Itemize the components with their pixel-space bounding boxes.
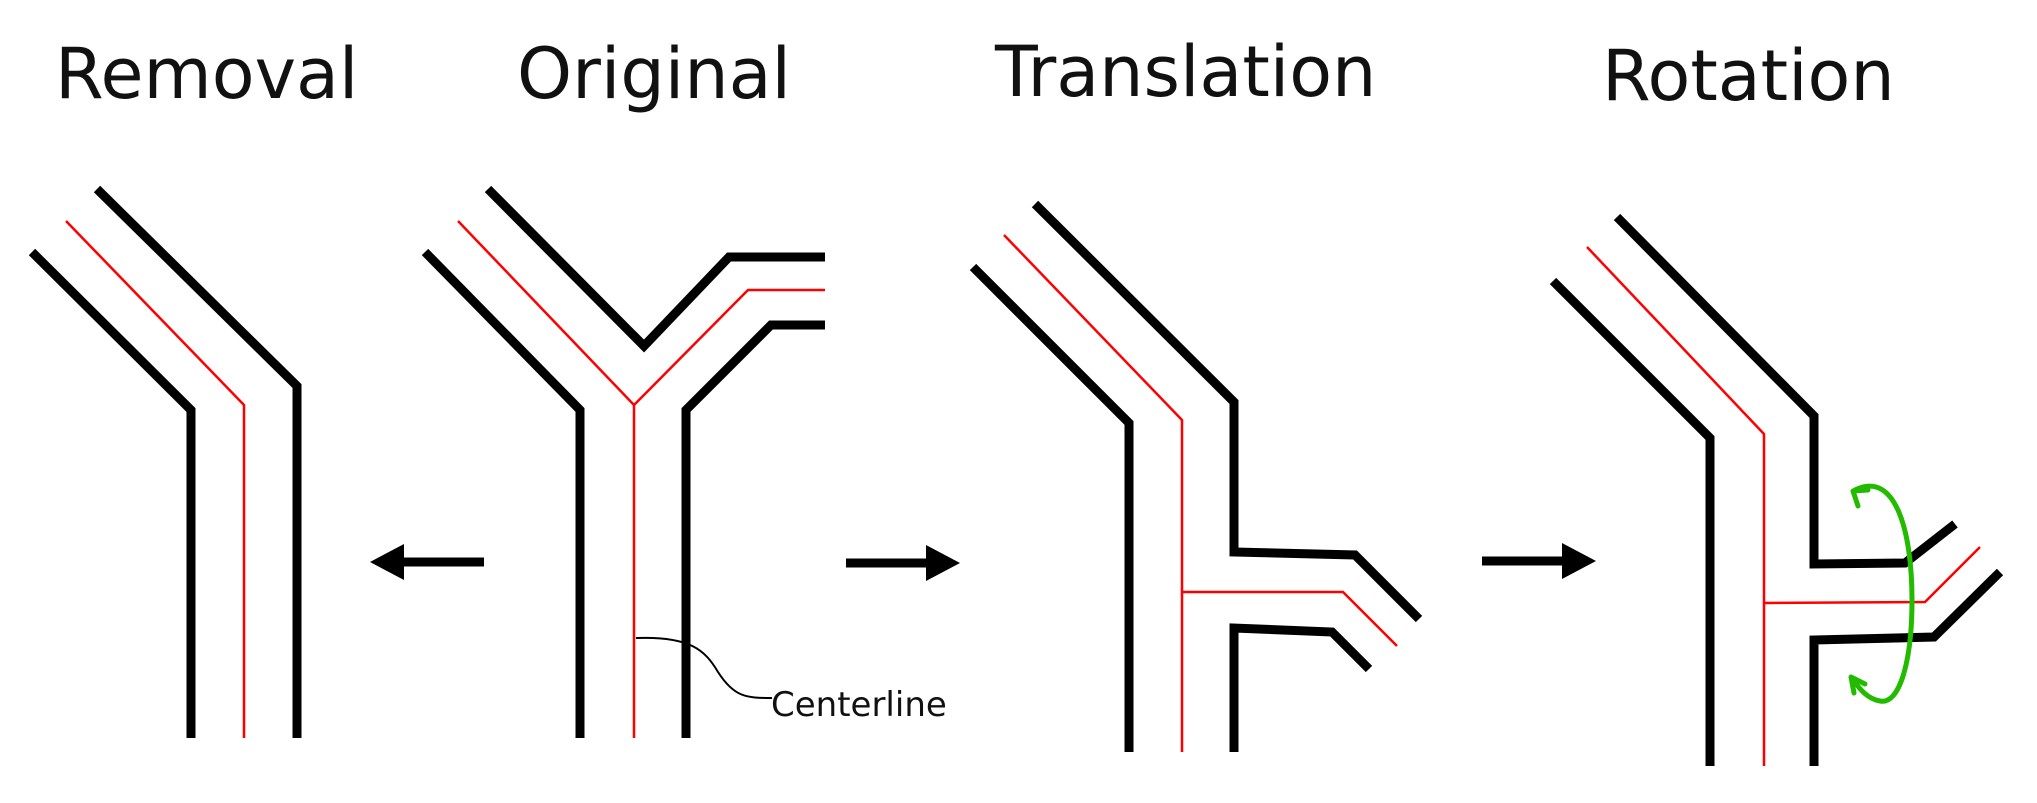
rotation-arrow-head-bottom bbox=[1848, 674, 1868, 696]
original-upper-wall bbox=[484, 185, 825, 353]
translation-vessel bbox=[969, 200, 1423, 752]
arrow-right-2 bbox=[1482, 543, 1596, 579]
original-centerline bbox=[457, 220, 636, 738]
arrow-right-2-head bbox=[1562, 543, 1596, 579]
title-removal: Removal bbox=[55, 33, 358, 115]
translation-left-wall bbox=[969, 263, 1134, 752]
arrow-right-1 bbox=[846, 545, 960, 581]
original-vessel: Centerline bbox=[421, 185, 947, 738]
rotation-centerline bbox=[1586, 246, 1766, 766]
rotation-lower-wall bbox=[1809, 568, 2004, 766]
centerline-label: Centerline bbox=[771, 685, 947, 725]
original-branch-centerline bbox=[633, 288, 825, 406]
removal-vessel bbox=[28, 185, 302, 738]
rotation-left-wall bbox=[1549, 277, 1715, 766]
removal-right-wall bbox=[93, 185, 302, 738]
translation-lower-wall bbox=[1229, 623, 1373, 752]
translation-branch-centerline bbox=[1182, 590, 1398, 647]
title-original: Original bbox=[517, 33, 791, 115]
rotation-arrow bbox=[1848, 483, 1915, 704]
rotation-upper-wall bbox=[1613, 213, 1958, 569]
removal-left-wall bbox=[28, 248, 196, 738]
rotation-vessel bbox=[1549, 213, 2004, 766]
rotation-branch-centerline bbox=[1763, 546, 1981, 605]
original-left-wall bbox=[421, 248, 585, 738]
translation-centerline bbox=[1003, 234, 1184, 752]
arrow-right-1-head bbox=[926, 545, 960, 581]
rotation-arrow-arc bbox=[1849, 483, 1915, 704]
title-translation: Translation bbox=[994, 31, 1376, 113]
title-rotation: Rotation bbox=[1602, 35, 1895, 117]
centerline-leader-line bbox=[635, 636, 773, 699]
removal-centerline bbox=[65, 220, 246, 738]
original-right-wall bbox=[681, 320, 825, 738]
translation-upper-wall bbox=[1031, 200, 1423, 623]
arrow-left bbox=[370, 544, 484, 580]
arrow-left-head bbox=[370, 544, 404, 580]
rotation-arrow-head-top bbox=[1850, 487, 1871, 509]
